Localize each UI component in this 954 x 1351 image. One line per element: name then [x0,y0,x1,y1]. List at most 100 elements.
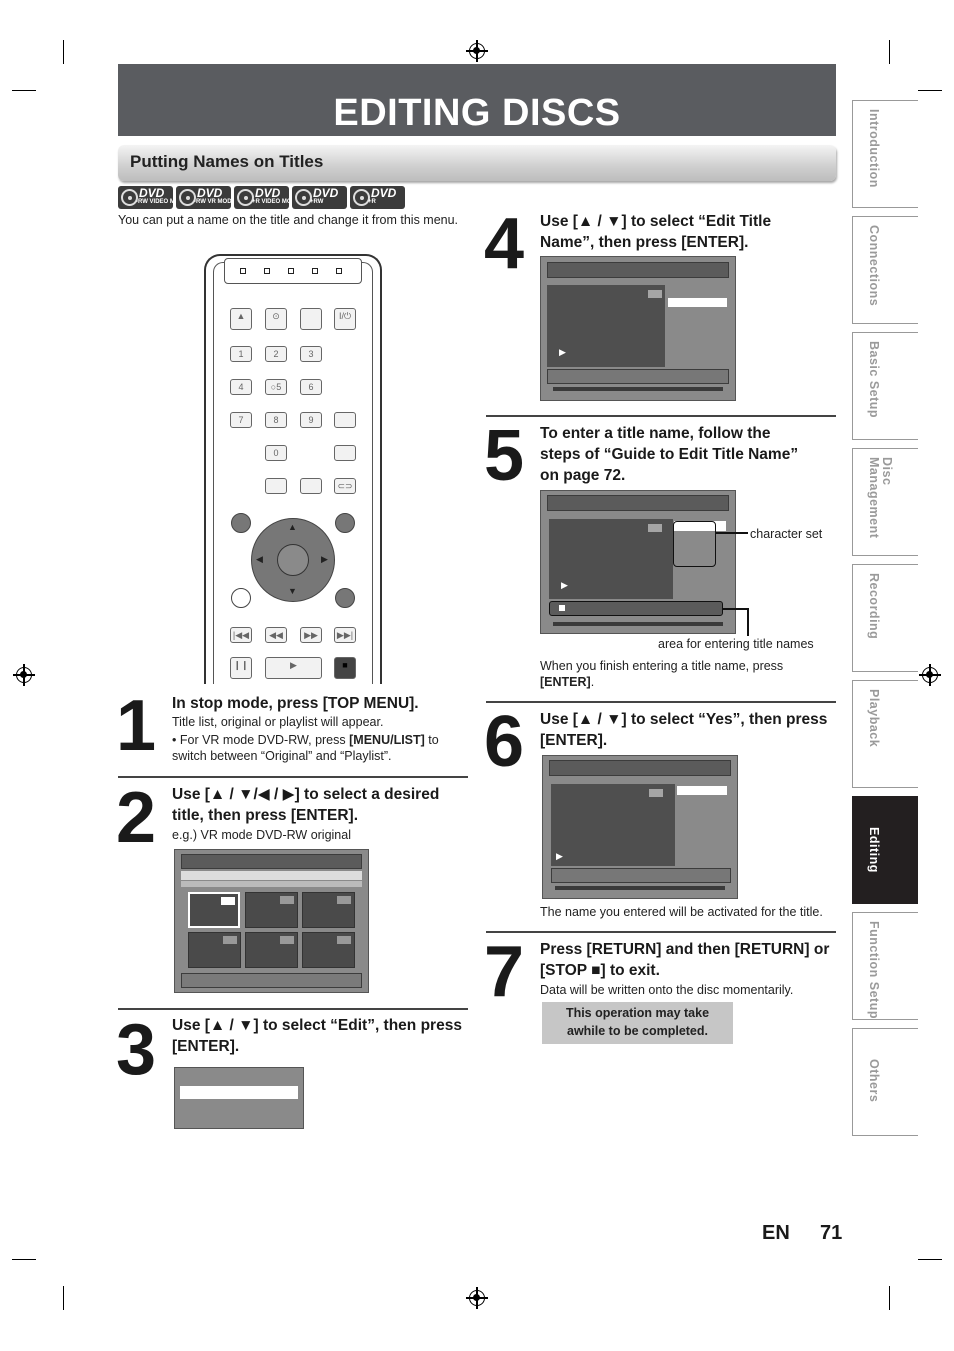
registration-mark-icon [13,664,35,686]
step-number: 7 [484,932,524,1012]
step-heading: steps of “Guide to Edit Title Name” [540,446,799,463]
divider [118,776,468,778]
title-name-entry-screen: ▶ [540,490,736,634]
play-button[interactable]: ▶ [265,657,322,679]
tab-playback[interactable]: Playback [852,680,918,788]
rewind-button[interactable]: ◀◀ [265,627,287,643]
leader-line [747,608,749,636]
blank-button[interactable] [300,478,322,494]
divider [486,931,836,933]
blank-button[interactable] [334,445,356,461]
blank-button[interactable] [300,308,322,330]
step-text: Title list, original or playlist will ap… [172,715,384,729]
step-number: 5 [484,416,524,496]
remote-led-strip [224,258,362,284]
number-button-0[interactable]: 0 [265,445,287,461]
fast-forward-button[interactable]: ▶▶ [300,627,322,643]
crop-mark [889,40,890,64]
step-heading: [ENTER]. [172,1038,240,1055]
page-number: 71 [820,1222,843,1244]
number-button-9[interactable]: 9 [300,412,322,428]
dubbing-button[interactable]: ⊂⊃ [334,478,356,494]
registration-mark-icon [919,664,941,686]
blank-button[interactable] [265,478,287,494]
step-heading: Use [▲ / ▼] to select “Yes”, then press [540,711,828,728]
blank-button[interactable] [334,412,356,428]
number-button-5[interactable]: ○5 [265,379,287,395]
title-list-screen [174,849,369,993]
step-heading: Use [▲ / ▼] to select “Edit”, then press [172,1017,462,1034]
section-title: Putting Names on Titles [130,152,324,171]
step-text: Data will be written onto the disc momen… [540,983,794,997]
step-heading: In stop mode, press [TOP MENU]. [172,695,419,712]
step-text: The name you entered will be activated f… [540,905,823,919]
tab-basic-setup[interactable]: Basic Setup [852,332,918,440]
skip-back-button[interactable]: |◀◀ [230,627,252,643]
number-button-2[interactable]: 2 [265,346,287,362]
title-banner [118,64,836,136]
step-number: 4 [484,204,524,284]
tab-connections[interactable]: Connections [852,216,918,324]
number-button-8[interactable]: 8 [265,412,287,428]
step-heading: [STOP ■] to exit. [540,962,660,979]
number-button-6[interactable]: 6 [300,379,322,395]
step-bullet: • For VR mode DVD-RW, press [MENU/LIST] … [172,733,439,763]
step-heading: [ENTER]. [540,732,608,749]
registration-mark-icon [466,40,488,62]
step-heading: on page 72. [540,467,626,484]
label-character-set: character set [750,527,823,541]
step-number: 3 [116,1010,156,1090]
tab-editing[interactable]: Editing [852,796,918,904]
step-heading: Use [▲ / ▼] to select “Edit Title [540,213,772,230]
arrow-right-icon: ▶ [321,554,328,564]
crop-mark [889,1286,890,1310]
dvd-rw-video-mode-icon: DVD-RW VIDEO MODE [118,186,188,209]
page-title: EDITING DISCS [333,92,621,134]
tab-introduction[interactable]: Introduction [852,100,918,208]
dvd-rw-vr-mode-icon: DVD-RW VR MODE [176,186,236,209]
crop-mark [63,40,64,64]
tab-others[interactable]: Others [852,1028,918,1136]
tab-function-setup[interactable]: Function Setup [852,912,918,1020]
crop-mark [918,90,942,91]
step-text: e.g.) VR mode DVD-RW original [172,828,351,842]
leader-line [716,532,748,534]
setup-button[interactable] [335,588,355,608]
step-number: 2 [116,778,156,858]
number-button-4[interactable]: 4 [230,379,252,395]
edit-title-name-screen: ▶ [540,256,736,401]
step-text: When you finish entering a title name, p… [540,659,784,689]
edit-menu-screen [174,1067,304,1129]
eject-button[interactable]: ▲ [230,308,252,330]
step-heading: title, then press [ENTER]. [172,807,359,824]
number-button-3[interactable]: 3 [300,346,322,362]
arrow-up-icon: ▲ [288,522,297,532]
leader-line [722,608,748,610]
dvd-plus-r-icon: DVD+R [350,186,405,209]
number-button-7[interactable]: 7 [230,412,252,428]
stop-button[interactable]: ■ [334,657,356,679]
top-menu-button[interactable] [231,513,251,533]
confirm-yes-screen: ▶ [542,755,738,899]
step-heading: Name”, then press [ENTER]. [540,234,749,251]
menu-list-button[interactable] [335,513,355,533]
crop-mark [63,1286,64,1310]
power-button[interactable]: I/⏻ [334,308,356,330]
enter-button[interactable] [277,544,309,576]
arrow-down-icon: ▼ [288,586,297,596]
input-button[interactable]: ⊙ [265,308,287,330]
skip-forward-button[interactable]: ▶▶| [334,627,356,643]
crop-mark [12,90,36,91]
divider [486,415,836,417]
section-banner [118,145,836,181]
dvd-plus-rw-icon: DVD+RW [292,186,347,209]
tab-disc-management[interactable]: Disc Management [852,448,918,556]
return-button[interactable] [231,588,251,608]
pause-button[interactable]: ❙❙ [230,657,252,679]
divider [118,1008,468,1010]
step-heading: Use [▲ / ▼/◀ / ▶] to select a desired [172,786,440,803]
number-button-1[interactable]: 1 [230,346,252,362]
label-title-area: area for entering title names [658,637,814,651]
tab-recording[interactable]: Recording [852,564,918,672]
